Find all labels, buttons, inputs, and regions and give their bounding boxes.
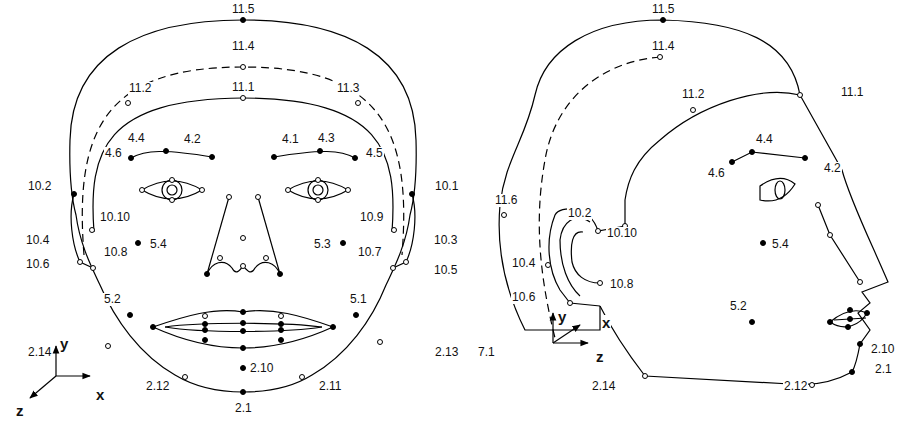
feature-point-number: 2.10 [870,343,895,356]
feature-point-number: 7.1 [477,346,496,359]
feature-point-number: 10.10 [606,227,638,240]
feature-point-number: 4.2 [183,133,202,146]
feature-point-number: 2.14 [591,380,616,393]
feature-point-number: 4.4 [755,133,774,146]
feature-point-number: 5.3 [313,238,332,251]
feature-point-number: 4.5 [365,147,384,160]
feature-point-number: 11.3 [336,82,360,95]
feature-point-number: 2.13 [434,346,459,359]
feature-point-number: 4.6 [707,167,726,180]
feature-point-number: 2.14 [27,346,52,359]
feature-point-number: 10.7 [357,246,382,259]
feature-point-number: 11.4 [651,40,675,53]
feature-point-number: 10.4 [25,234,50,247]
feature-point-number: 11.2 [128,82,152,95]
axis-label: y [59,336,69,351]
feature-point-number: 5.2 [103,293,122,306]
feature-point-number: 4.1 [281,133,300,146]
feature-point-number: 5.2 [729,300,748,313]
feature-point-number: 2.11 [318,380,342,393]
feature-point-number: 10.6 [511,291,536,304]
feature-point-number: 2.10 [249,362,274,375]
feature-point-number: 4.2 [823,162,842,175]
feature-point-number: 10.2 [27,180,52,193]
axis-label: x [95,387,105,402]
feature-point-number: 11.2 [681,88,705,101]
feature-point-number: 11.4 [231,40,255,53]
feature-point-number: 10.4 [511,257,536,270]
feature-point-number: 10.8 [609,278,634,291]
feature-point-number: 10.5 [433,264,458,277]
feature-point-number: 11.1 [231,81,255,94]
feature-point-number: 10.3 [433,234,458,247]
feature-point-number: 10.6 [25,258,50,271]
feature-point-number: 10.9 [359,211,384,224]
feature-point-number: 11.1 [840,86,864,99]
axis-label: x [601,315,611,330]
feature-point-number: 2.1 [874,363,893,376]
feature-point-number: 10.8 [103,246,128,259]
feature-point-number: 5.4 [771,238,790,251]
feature-point-number: 11.5 [231,3,255,16]
feature-point-number: 10.10 [99,211,131,224]
feature-point-number: 4.3 [317,132,336,145]
axis-label: y [557,309,567,324]
feature-point-number: 4.4 [127,132,146,145]
feature-point-number: 5.4 [149,238,168,251]
feature-point-number: 2.12 [783,380,808,393]
feature-point-number: 2.12 [145,380,170,393]
feature-point-number: 10.1 [434,180,459,193]
feature-point-number: 11.6 [494,194,518,207]
feature-point-number: 4.6 [104,147,123,160]
feature-point-number: 2.1 [234,402,253,415]
axis-label: z [15,403,25,418]
feature-point-number: 11.5 [651,3,675,16]
feature-point-number: 5.1 [349,293,368,306]
feature-point-number: 10.2 [567,207,592,220]
axis-label: z [595,349,605,364]
